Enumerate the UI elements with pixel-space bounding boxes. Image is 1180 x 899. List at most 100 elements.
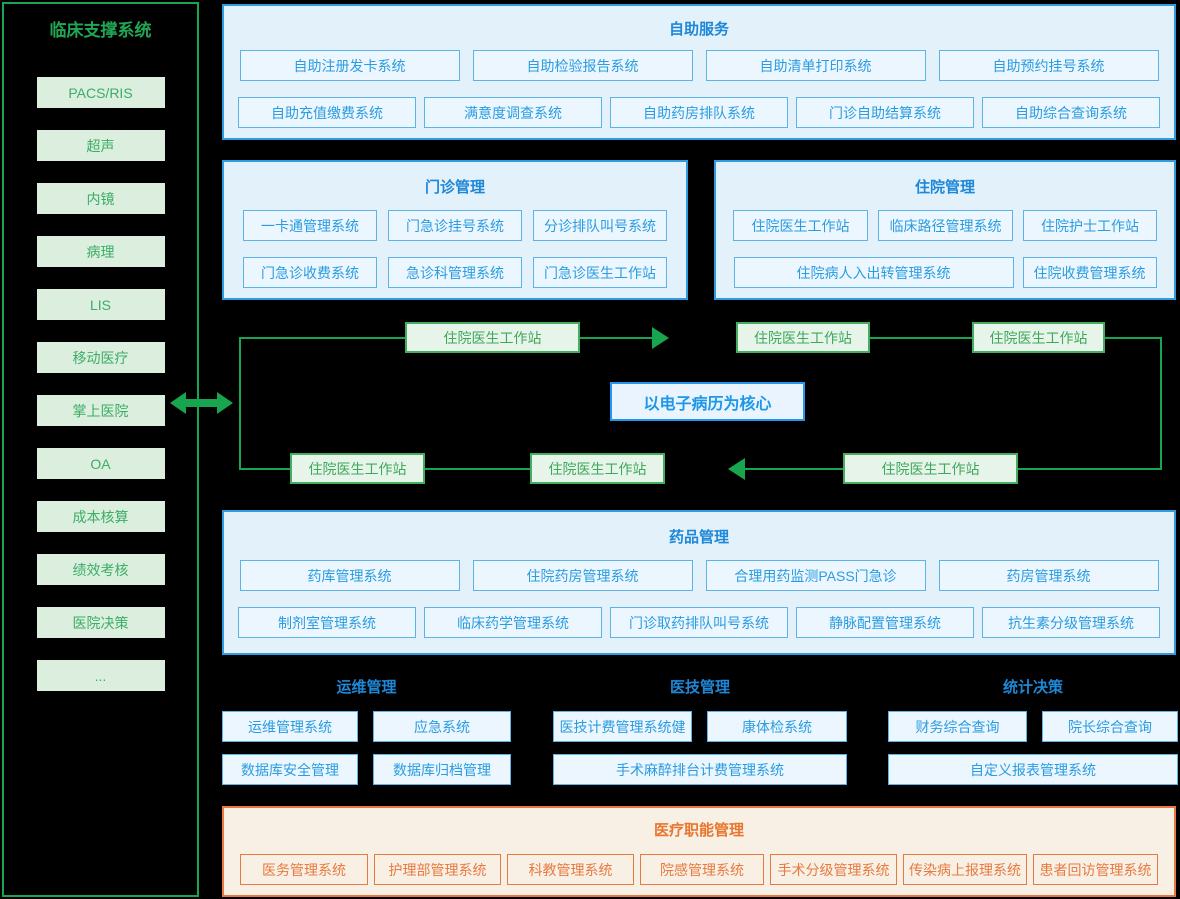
system-box: 数据库归档管理 bbox=[373, 754, 511, 785]
system-box: 自助清单打印系统 bbox=[705, 50, 926, 81]
section-title: 医技管理 bbox=[669, 679, 730, 696]
clinical-support-sidebar: 临床支撑系统 PACS/RIS 超声 内镜 病理 LIS 移动医疗 掌上医院 O… bbox=[2, 2, 199, 897]
section-title: 统计决策 bbox=[1002, 679, 1063, 696]
system-box: 临床药学管理系统 bbox=[424, 607, 602, 638]
system-box: 运维管理系统 bbox=[222, 711, 358, 742]
box-row: 一卡通管理系统 门急诊挂号系统 分诊排队叫号系统 bbox=[224, 210, 686, 241]
connector-line bbox=[239, 468, 290, 470]
panel-pharmacy: 药品管理 药库管理系统 住院药房管理系统 合理用药监测PASS门急诊 药房管理系… bbox=[222, 510, 1176, 655]
arrow-left-icon bbox=[728, 458, 745, 480]
connector-line bbox=[745, 468, 843, 470]
sidebar-title: 临床支撑系统 bbox=[49, 21, 152, 40]
system-box: 合理用药监测PASS门急诊 bbox=[705, 560, 926, 591]
system-box: 护理部管理系统 bbox=[374, 854, 501, 885]
system-box: 门急诊医生工作站 bbox=[533, 257, 667, 288]
connector-line bbox=[1105, 337, 1162, 339]
system-box: 科教管理系统 bbox=[507, 854, 634, 885]
system-box: 自助检验报告系统 bbox=[472, 50, 693, 81]
box-row: 运维管理系统 应急系统 bbox=[222, 711, 511, 742]
bidirectional-arrow-icon bbox=[170, 392, 233, 414]
system-box: 门急诊收费系统 bbox=[243, 257, 377, 288]
sidebar-item: 掌上医院 bbox=[36, 395, 165, 426]
box-row: 自助充值缴费系统 满意度调查系统 自助药房排队系统 门诊自助结算系统 自助综合查… bbox=[224, 97, 1174, 128]
system-box: 自助充值缴费系统 bbox=[238, 97, 416, 128]
sidebar-item: 医院决策 bbox=[36, 607, 165, 638]
box-row: 住院病人入出转管理系统 住院收费管理系统 bbox=[716, 257, 1174, 288]
sidebar-item: 内镜 bbox=[36, 183, 165, 214]
system-box: 急诊科管理系统 bbox=[388, 257, 522, 288]
panel-title: 门诊管理 bbox=[424, 179, 485, 196]
connector-line bbox=[425, 468, 530, 470]
sidebar-item: 移动医疗 bbox=[36, 342, 165, 373]
flow-node-workstation: 住院医生工作站 bbox=[290, 453, 425, 484]
system-box: 静脉配置管理系统 bbox=[796, 607, 974, 638]
system-box: 传染病上报理系统 bbox=[903, 854, 1027, 885]
box-row: 医务管理系统 护理部管理系统 科教管理系统 院感管理系统 手术分级管理系统 传染… bbox=[224, 854, 1174, 885]
system-box: 手术麻醉排台计费管理系统 bbox=[553, 754, 847, 785]
box-row: 数据库安全管理 数据库归档管理 bbox=[222, 754, 511, 785]
system-box: 自助综合查询系统 bbox=[982, 97, 1160, 128]
system-box: 患者回访管理系统 bbox=[1033, 854, 1158, 885]
system-box: 自助预约挂号系统 bbox=[938, 50, 1159, 81]
system-box: 财务综合查询 bbox=[888, 711, 1027, 742]
system-box: 住院收费管理系统 bbox=[1022, 257, 1157, 288]
system-box: 医技计费管理系统健 bbox=[553, 711, 692, 742]
panel-title: 药品管理 bbox=[668, 529, 729, 546]
box-row: 住院医生工作站 临床路径管理系统 住院护士工作站 bbox=[716, 210, 1174, 241]
section-title: 运维管理 bbox=[336, 679, 397, 696]
sidebar-item: ... bbox=[36, 660, 165, 691]
connector-line bbox=[1160, 337, 1162, 470]
system-box: 自助药房排队系统 bbox=[610, 97, 788, 128]
panel-self-service: 自助服务 自助注册发卡系统 自助检验报告系统 自助清单打印系统 自助预约挂号系统… bbox=[222, 4, 1176, 140]
sidebar-item: PACS/RIS bbox=[36, 77, 165, 108]
system-box: 康体检系统 bbox=[707, 711, 847, 742]
system-box: 自助注册发卡系统 bbox=[239, 50, 460, 81]
system-box: 门急诊挂号系统 bbox=[388, 210, 522, 241]
system-box: 药房管理系统 bbox=[938, 560, 1159, 591]
panel-medical-admin: 医疗职能管理 医务管理系统 护理部管理系统 科教管理系统 院感管理系统 手术分级… bbox=[222, 806, 1176, 897]
panel-outpatient: 门诊管理 一卡通管理系统 门急诊挂号系统 分诊排队叫号系统 门急诊收费系统 急诊… bbox=[222, 160, 688, 300]
system-box: 数据库安全管理 bbox=[222, 754, 358, 785]
system-box: 医务管理系统 bbox=[240, 854, 368, 885]
arrow-right-icon bbox=[652, 327, 669, 349]
sidebar-item: 绩效考核 bbox=[36, 554, 165, 585]
flow-node-workstation: 住院医生工作站 bbox=[972, 322, 1105, 353]
box-row: 药库管理系统 住院药房管理系统 合理用药监测PASS门急诊 药房管理系统 bbox=[224, 560, 1174, 591]
sidebar-item-list: PACS/RIS 超声 内镜 病理 LIS 移动医疗 掌上医院 OA 成本核算 … bbox=[4, 77, 197, 691]
arrow-right-tip-icon bbox=[217, 392, 233, 414]
system-box: 满意度调查系统 bbox=[424, 97, 602, 128]
group-ops: 运维管理 运维管理系统 应急系统 数据库安全管理 数据库归档管理 bbox=[222, 672, 511, 792]
system-box: 门诊自助结算系统 bbox=[796, 97, 974, 128]
connector-line bbox=[580, 337, 652, 339]
box-row: 制剂室管理系统 临床药学管理系统 门诊取药排队叫号系统 静脉配置管理系统 抗生素… bbox=[224, 607, 1174, 638]
connector-line bbox=[239, 337, 241, 470]
box-row: 手术麻醉排台计费管理系统 bbox=[553, 754, 847, 785]
box-row: 自助注册发卡系统 自助检验报告系统 自助清单打印系统 自助预约挂号系统 bbox=[224, 50, 1174, 81]
connector-line bbox=[239, 337, 405, 339]
sidebar-item: OA bbox=[36, 448, 165, 479]
sidebar-item: LIS bbox=[36, 289, 165, 320]
emr-core-box: 以电子病历为核心 bbox=[610, 382, 805, 421]
panel-title: 住院管理 bbox=[914, 179, 975, 196]
system-box: 抗生素分级管理系统 bbox=[982, 607, 1160, 638]
panel-title: 医疗职能管理 bbox=[653, 822, 744, 839]
panel-title: 自助服务 bbox=[668, 21, 729, 38]
system-box: 院感管理系统 bbox=[640, 854, 764, 885]
flow-node-workstation: 住院医生工作站 bbox=[843, 453, 1018, 484]
system-box: 住院医生工作站 bbox=[733, 210, 868, 241]
box-row: 医技计费管理系统健 康体检系统 bbox=[553, 711, 847, 742]
system-box: 一卡通管理系统 bbox=[243, 210, 377, 241]
group-stats: 统计决策 财务综合查询 院长综合查询 自定义报表管理系统 bbox=[888, 672, 1178, 792]
panel-inpatient: 住院管理 住院医生工作站 临床路径管理系统 住院护士工作站 住院病人入出转管理系… bbox=[714, 160, 1176, 300]
system-box: 分诊排队叫号系统 bbox=[533, 210, 667, 241]
system-box: 院长综合查询 bbox=[1042, 711, 1178, 742]
system-box: 药库管理系统 bbox=[239, 560, 460, 591]
system-box: 手术分级管理系统 bbox=[770, 854, 897, 885]
sidebar-item: 成本核算 bbox=[36, 501, 165, 532]
system-box: 制剂室管理系统 bbox=[238, 607, 416, 638]
system-box: 临床路径管理系统 bbox=[878, 210, 1013, 241]
flow-node-workstation: 住院医生工作站 bbox=[736, 322, 870, 353]
group-medtech: 医技管理 医技计费管理系统健 康体检系统 手术麻醉排台计费管理系统 bbox=[553, 672, 847, 792]
flow-node-workstation: 住院医生工作站 bbox=[530, 453, 665, 484]
